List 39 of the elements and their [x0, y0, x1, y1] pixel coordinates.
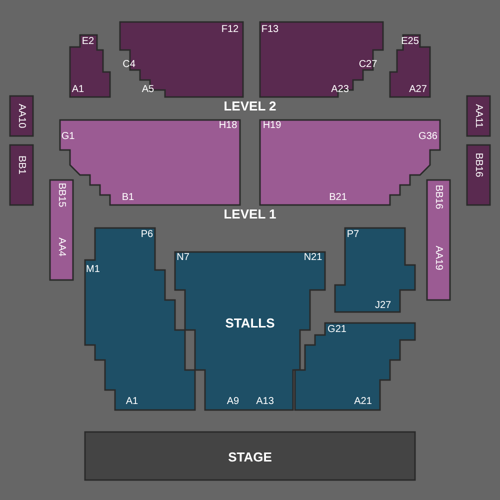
section-label: STAGE: [228, 450, 272, 464]
seat-label: B1: [122, 193, 134, 203]
seat-label: A27: [409, 85, 427, 95]
seat-label: P7: [346, 230, 360, 240]
seat-label: E2: [82, 37, 94, 47]
seat-label: BB15: [56, 182, 66, 208]
seat-label: P6: [140, 230, 154, 240]
seat-label: A5: [142, 85, 154, 95]
seat-label: F12: [221, 25, 239, 35]
level-label: LEVEL 2: [224, 98, 276, 114]
seat-label: BB16: [433, 184, 443, 210]
section-label: STALLS: [225, 316, 275, 330]
seat-label: C4: [122, 60, 136, 70]
seat-label: A21: [354, 397, 372, 407]
seat-label: BB16: [473, 152, 483, 178]
seat-label: G1: [61, 132, 75, 142]
seat-label: BB1: [16, 156, 26, 174]
seat-label: A1: [126, 397, 138, 407]
seat-label: AA11: [473, 104, 483, 128]
seat-label: H19: [262, 121, 282, 131]
seat-label: A13: [256, 397, 274, 407]
seat-label: F13: [261, 25, 279, 35]
seat-label: B21: [329, 193, 347, 203]
level-label: LEVEL 1: [224, 206, 276, 222]
seat-label: E25: [401, 37, 419, 47]
seat-label: J27: [374, 301, 392, 311]
seat-label: G36: [418, 132, 438, 142]
seat-label: A1: [72, 85, 84, 95]
seat-label: N21: [304, 253, 322, 263]
seat-label: N7: [176, 253, 190, 263]
seat-label: C27: [358, 60, 378, 70]
seat-label: AA19: [433, 246, 443, 270]
seat-label: AA10: [16, 104, 26, 128]
seat-label: AA4: [56, 238, 66, 256]
seat-label: H18: [218, 121, 238, 131]
seat-label: G21: [328, 325, 346, 335]
seat-label: A9: [226, 397, 240, 407]
seat-label: M1: [86, 265, 100, 275]
seat-label: A23: [331, 85, 349, 95]
